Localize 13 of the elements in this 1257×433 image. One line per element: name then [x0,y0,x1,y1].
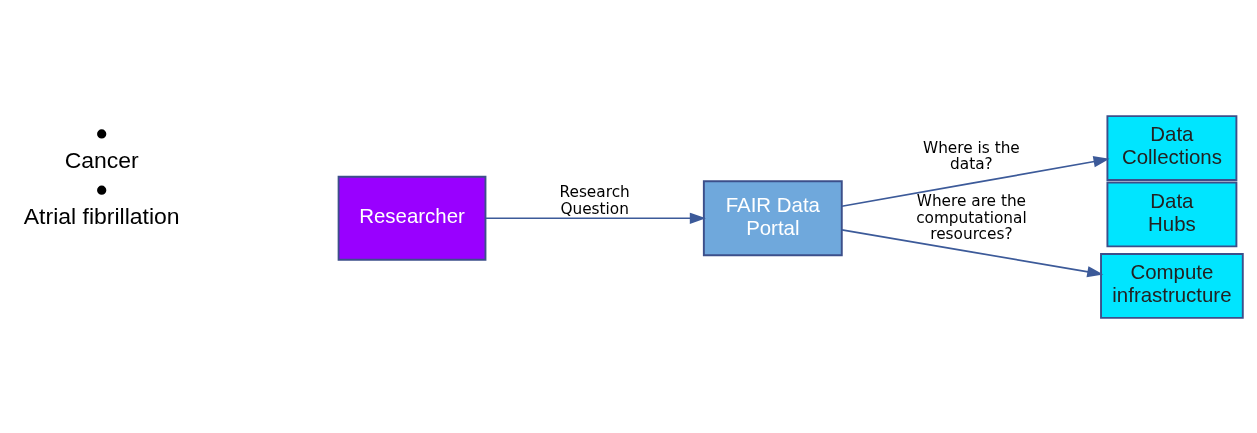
arrow [840,155,1110,207]
arrow [484,212,706,224]
edge-label: Research Question [559,182,630,218]
label: Cancer [64,146,139,173]
edge-label: Where is the data? [923,138,1020,173]
node-box: Compute infrastructure [1100,252,1244,319]
node-box: FAIR Data Portal [702,179,843,256]
node-box: Data Hubs [1106,181,1238,247]
node-box: Data Collections [1106,114,1238,181]
label: Atrial fibrillation [23,202,180,229]
node-box: Researcher [337,175,487,261]
edge-label: Where are the computational resources? [916,191,1027,243]
arrow [840,228,1104,277]
